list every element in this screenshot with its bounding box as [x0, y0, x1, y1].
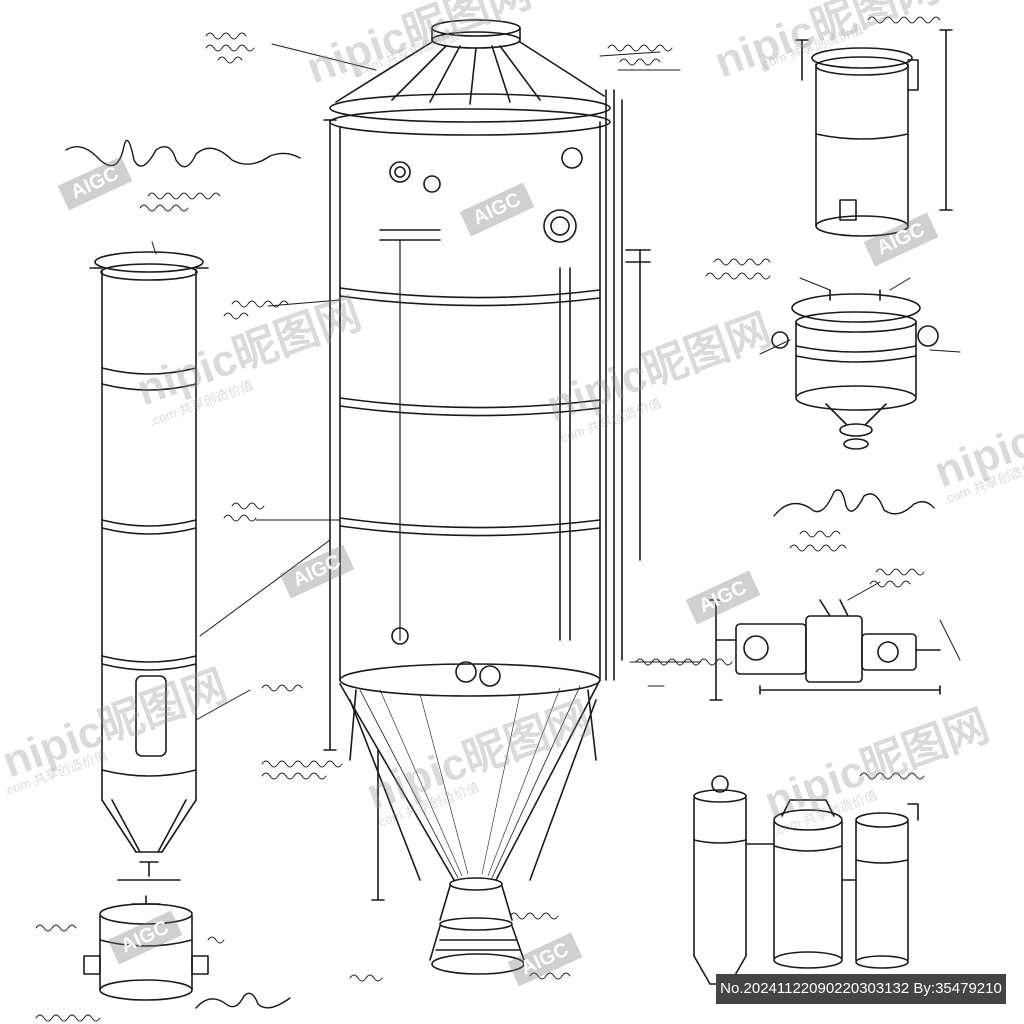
annotation-handwriting: [35, 16, 941, 1022]
bottom-right-tank-group: [693, 775, 919, 985]
image-id-footer: No.20241122090220303132 By:35479210: [716, 974, 1006, 1004]
right-machinery: [709, 599, 941, 701]
signature-right-mid: [773, 489, 935, 517]
left-bottom-pot: [83, 895, 209, 1001]
annotation-lines: [151, 43, 961, 721]
main-silo: [323, 19, 651, 975]
top-right-cylinder: [795, 29, 953, 237]
signature-left-top: [65, 139, 301, 168]
left-tall-column: [89, 251, 209, 881]
signature-bottom: [195, 992, 291, 1009]
right-lidded-vessel: [771, 289, 939, 450]
